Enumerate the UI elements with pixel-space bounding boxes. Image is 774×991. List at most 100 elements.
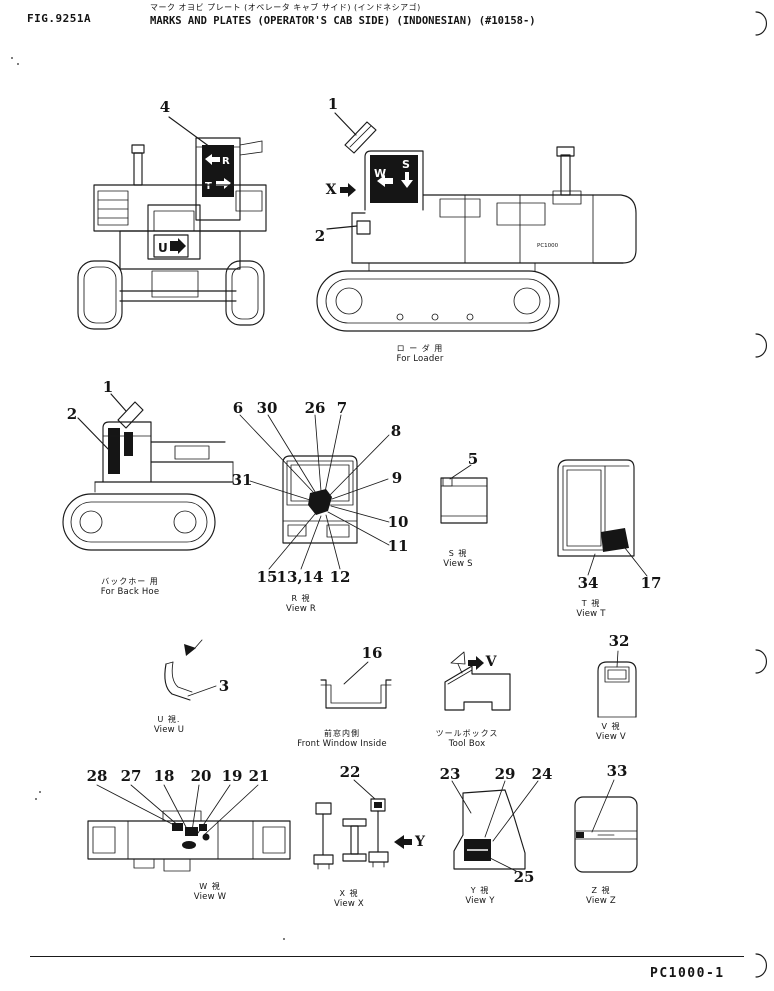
scan-speck — [17, 63, 19, 65]
caption-en: For Back Hoe — [100, 586, 160, 597]
backhoe-side-drawing — [62, 393, 234, 551]
caption-tool-box: ツールボックス Tool Box — [420, 729, 514, 750]
callout-26: 26 — [304, 399, 326, 417]
caption-jp: S 視 — [448, 548, 468, 558]
callout-11: 11 — [387, 537, 409, 555]
caption-jp: Z 視 — [591, 885, 611, 895]
caption-view-x: X 視 View X — [300, 889, 398, 910]
callout-7: 7 — [336, 399, 348, 417]
decal-mark — [576, 832, 584, 838]
callout-33: 33 — [606, 762, 628, 780]
view-r-drawing — [239, 414, 390, 570]
title-english: MARKS AND PLATES (OPERATOR'S CAB SIDE) (… — [150, 15, 536, 27]
caption-en: View W — [193, 891, 227, 902]
view-y-marker: Y — [415, 834, 425, 850]
caption-jp: W 視 — [199, 881, 221, 891]
decal-cluster — [172, 823, 210, 849]
caption-view-z: Z 視 View Z — [558, 886, 644, 907]
view-y-drawing — [451, 780, 539, 872]
callout-13-14: 13,14 — [276, 568, 324, 586]
exhaust-stack — [552, 146, 582, 205]
location-triangle-icon — [450, 651, 466, 665]
caption-jp: 前窓内側 — [324, 728, 360, 738]
caption-view-r: R 視 View R — [228, 594, 374, 615]
front-window-drawing — [320, 661, 392, 709]
caption-jp: U 視. — [157, 714, 181, 724]
caption-en: Front Window Inside — [297, 738, 387, 749]
caption-en: View S — [443, 558, 473, 569]
caption-jp: ロ ー ダ 用 — [396, 343, 444, 353]
section-view-y: 23 29 24 25 Y 視 View Y — [433, 755, 553, 907]
callout-6: 6 — [232, 399, 244, 417]
section-loader-front: R T U 4 — [70, 95, 285, 345]
caption-en: View Y — [465, 895, 495, 906]
cab-decal-strip — [108, 428, 120, 474]
loader-front-drawing: R T U — [77, 116, 267, 330]
tool-box-drawing — [444, 651, 511, 711]
section-view-t: 34 17 T 視 View T — [543, 448, 663, 620]
callout-15: 15 — [256, 568, 278, 586]
callout-24: 24 — [531, 765, 553, 783]
view-t-drawing — [557, 459, 648, 577]
caption-jp: バックホー 用 — [101, 576, 159, 586]
callout-31: 31 — [231, 471, 253, 489]
callout-30: 30 — [256, 399, 278, 417]
caption-view-t: T 視 View T — [543, 599, 639, 620]
caption-jp: X 視 — [339, 888, 359, 898]
section-front-window: 16 前窓内側 Front Window Inside — [288, 638, 423, 750]
callout-22: 22 — [339, 763, 361, 781]
callout-20: 20 — [190, 767, 212, 785]
view-v-drawing — [597, 650, 637, 718]
callout-2: 2 — [66, 405, 78, 423]
binder-hook-icon — [755, 953, 767, 978]
callout-21: 21 — [248, 767, 270, 785]
caption-en: View Z — [586, 895, 616, 906]
callout-34: 34 — [577, 574, 599, 592]
crawler-track — [62, 493, 216, 551]
callout-16: 16 — [361, 644, 383, 662]
decal-letter-s: S — [402, 158, 410, 171]
view-z-drawing — [574, 779, 638, 873]
caption-en: View U — [153, 724, 185, 735]
view-s-drawing — [440, 464, 488, 524]
callout-1: 1 — [102, 378, 114, 396]
cab-decal-strip — [124, 432, 133, 456]
caption-jp: V 視 — [601, 721, 621, 731]
callout-9: 9 — [391, 469, 403, 487]
callout-29: 29 — [494, 765, 516, 783]
callout-27: 27 — [120, 767, 142, 785]
section-loader-side: W S PC1000 — [305, 95, 640, 365]
view-x-marker: X — [325, 182, 337, 198]
section-tool-box: V ツールボックス Tool Box — [420, 638, 535, 750]
caption-view-v: V 視 View V — [578, 722, 644, 743]
caption-en: View X — [334, 898, 364, 909]
body-model-label: PC1000 — [537, 243, 559, 249]
scan-speck — [39, 791, 41, 793]
caption-en: View V — [596, 731, 626, 742]
caption-en: For Loader — [396, 353, 444, 364]
caption-for-backhoe: バックホー 用 For Back Hoe — [55, 577, 205, 598]
figure-number: FIG.9251A — [27, 12, 92, 25]
callout-10: 10 — [387, 513, 409, 531]
callout-12: 12 — [329, 568, 351, 586]
caption-jp: R 視 — [291, 593, 311, 603]
binder-hook-icon — [755, 333, 767, 358]
section-view-v: 32 V 視 View V — [578, 625, 658, 743]
callout-18: 18 — [153, 767, 175, 785]
cab-decal-plate: R T — [202, 145, 234, 197]
scan-speck — [35, 798, 37, 800]
plate-item-1 — [117, 401, 144, 429]
section-view-x: 22 Y X 視 View X — [300, 755, 435, 910]
callout-32: 32 — [608, 632, 630, 650]
scan-speck — [11, 57, 13, 59]
caption-view-s: S 視 View S — [428, 549, 488, 570]
view-x-drawing — [313, 779, 412, 870]
section-view-w: 28 27 18 20 19 21 W 視 View W — [68, 755, 316, 903]
view-x-arrow-icon — [340, 183, 356, 197]
decal-letter-r: R — [222, 156, 230, 167]
plate-item-1 — [344, 121, 377, 154]
decal-cluster — [308, 489, 332, 515]
caption-en: View R — [286, 603, 316, 614]
view-y-arrow-icon — [394, 835, 412, 849]
